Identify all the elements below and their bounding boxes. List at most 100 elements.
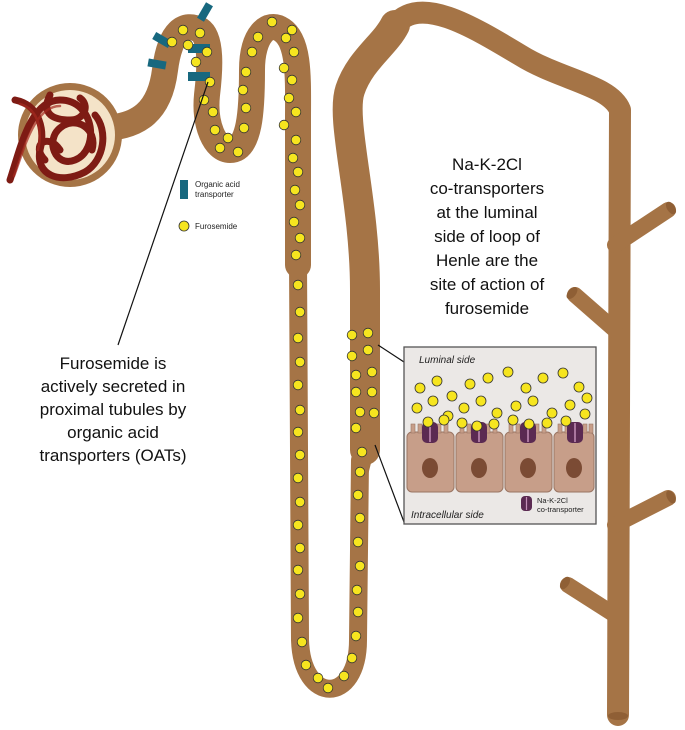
furosemide-dot — [366, 366, 378, 378]
furosemide-dot — [292, 166, 304, 178]
furosemide-dot — [502, 366, 514, 378]
cell-nucleus — [422, 458, 438, 478]
furosemide-dot — [278, 119, 290, 131]
inset-luminal-label: Luminal side — [419, 355, 476, 366]
furosemide-dot — [354, 512, 366, 524]
furosemide-dot — [266, 16, 278, 28]
furosemide-dot — [238, 122, 250, 134]
furosemide-dot — [289, 184, 301, 196]
right-callout-line7: furosemide — [445, 299, 529, 318]
distal-tubule — [332, 10, 410, 479]
furosemide-dot — [194, 27, 206, 39]
furosemide-dots — [166, 16, 380, 694]
furosemide-dot — [350, 369, 362, 381]
furosemide-dot — [351, 584, 363, 596]
left-callout-line3: proximal tubules by — [40, 400, 187, 419]
furosemide-legend-swatch — [178, 220, 190, 232]
furosemide-dot — [350, 386, 362, 398]
furosemide-dot — [557, 367, 569, 379]
furosemide-dot — [190, 56, 202, 68]
inset-intracellular-label: Intracellular side — [411, 510, 484, 521]
cell-nucleus — [471, 458, 487, 478]
furosemide-dot — [312, 672, 324, 684]
furosemide-dot — [446, 390, 458, 402]
furosemide-dot — [222, 132, 234, 144]
furosemide-dot — [482, 372, 494, 384]
left-callout-line5: transporters (OATs) — [39, 446, 186, 465]
furosemide-dot — [520, 382, 532, 394]
furosemide-dot — [560, 415, 572, 427]
furosemide-dot — [573, 381, 585, 393]
furosemide-dot — [414, 382, 426, 394]
furosemide-dot — [288, 46, 300, 58]
oat-marker — [188, 72, 210, 81]
furosemide-dot — [300, 659, 312, 671]
furosemide-dot — [237, 84, 249, 96]
oat-marker — [197, 2, 213, 22]
furosemide-dot — [292, 426, 304, 438]
furosemide-dot — [292, 472, 304, 484]
furosemide-dot — [292, 332, 304, 344]
furosemide-dot — [292, 564, 304, 576]
furosemide-dot — [294, 496, 306, 508]
legend-transporter-line1: Organic acid — [195, 180, 240, 189]
furosemide-dot — [240, 102, 252, 114]
right-callout-line3: at the luminal — [436, 203, 537, 222]
furosemide-dot — [546, 407, 558, 419]
furosemide-dot — [427, 395, 439, 407]
furosemide-dot — [350, 630, 362, 642]
glomerulus — [6, 83, 122, 187]
furosemide-dot — [350, 422, 362, 434]
furosemide-dot — [286, 74, 298, 86]
right-callout-line5: Henle are the — [436, 251, 538, 270]
furosemide-dot — [579, 408, 591, 420]
furosemide-dot — [346, 350, 358, 362]
furosemide-dot — [475, 395, 487, 407]
furosemide-dot — [354, 406, 366, 418]
epithelial-cells — [406, 423, 595, 493]
furosemide-dot — [537, 372, 549, 384]
nkcc-legend-swatch — [521, 496, 532, 511]
furosemide-dot — [352, 606, 364, 618]
furosemide-dot — [356, 446, 368, 458]
furosemide-dot — [368, 407, 380, 419]
furosemide-dot — [362, 344, 374, 356]
furosemide-dot — [294, 542, 306, 554]
furosemide-dot — [292, 519, 304, 531]
furosemide-dot — [510, 400, 522, 412]
right-callout: Na-K-2Cl co-transporters at the luminal … — [430, 155, 545, 318]
furosemide-dot — [294, 306, 306, 318]
nkcc-cotransporter — [567, 422, 583, 443]
left-callout-line1: Furosemide is — [60, 354, 167, 373]
furosemide-dot — [458, 402, 470, 414]
furosemide-dot — [523, 418, 535, 430]
furosemide-dot — [456, 417, 468, 429]
furosemide-dot — [354, 466, 366, 478]
furosemide-dot — [290, 249, 302, 261]
furosemide-dot — [431, 375, 443, 387]
furosemide-dot — [283, 92, 295, 104]
furosemide-dot — [352, 536, 364, 548]
furosemide-dot — [352, 489, 364, 501]
furosemide-dot — [292, 379, 304, 391]
furosemide-dot — [564, 399, 576, 411]
right-callout-line6: site of action of — [430, 275, 545, 294]
furosemide-dot — [280, 32, 292, 44]
furosemide-dot — [294, 588, 306, 600]
furosemide-dot — [246, 46, 258, 58]
furosemide-dot — [438, 414, 450, 426]
furosemide-dot — [287, 152, 299, 164]
furosemide-dot — [292, 612, 304, 624]
inset-pointer-bottom — [374, 444, 405, 523]
inset-panel: Luminal side Intracellular side — [374, 344, 597, 525]
nkcc-label-line1: Na-K-2Cl — [537, 496, 568, 505]
furosemide-dot — [294, 232, 306, 244]
left-callout-line4: organic acid — [67, 423, 159, 442]
furosemide-dot — [366, 386, 378, 398]
furosemide-dot — [177, 24, 189, 36]
furosemide-dot — [294, 449, 306, 461]
inset-pointer-top — [377, 344, 405, 363]
furosemide-dot — [464, 378, 476, 390]
organic-acid-transporters — [147, 2, 213, 81]
